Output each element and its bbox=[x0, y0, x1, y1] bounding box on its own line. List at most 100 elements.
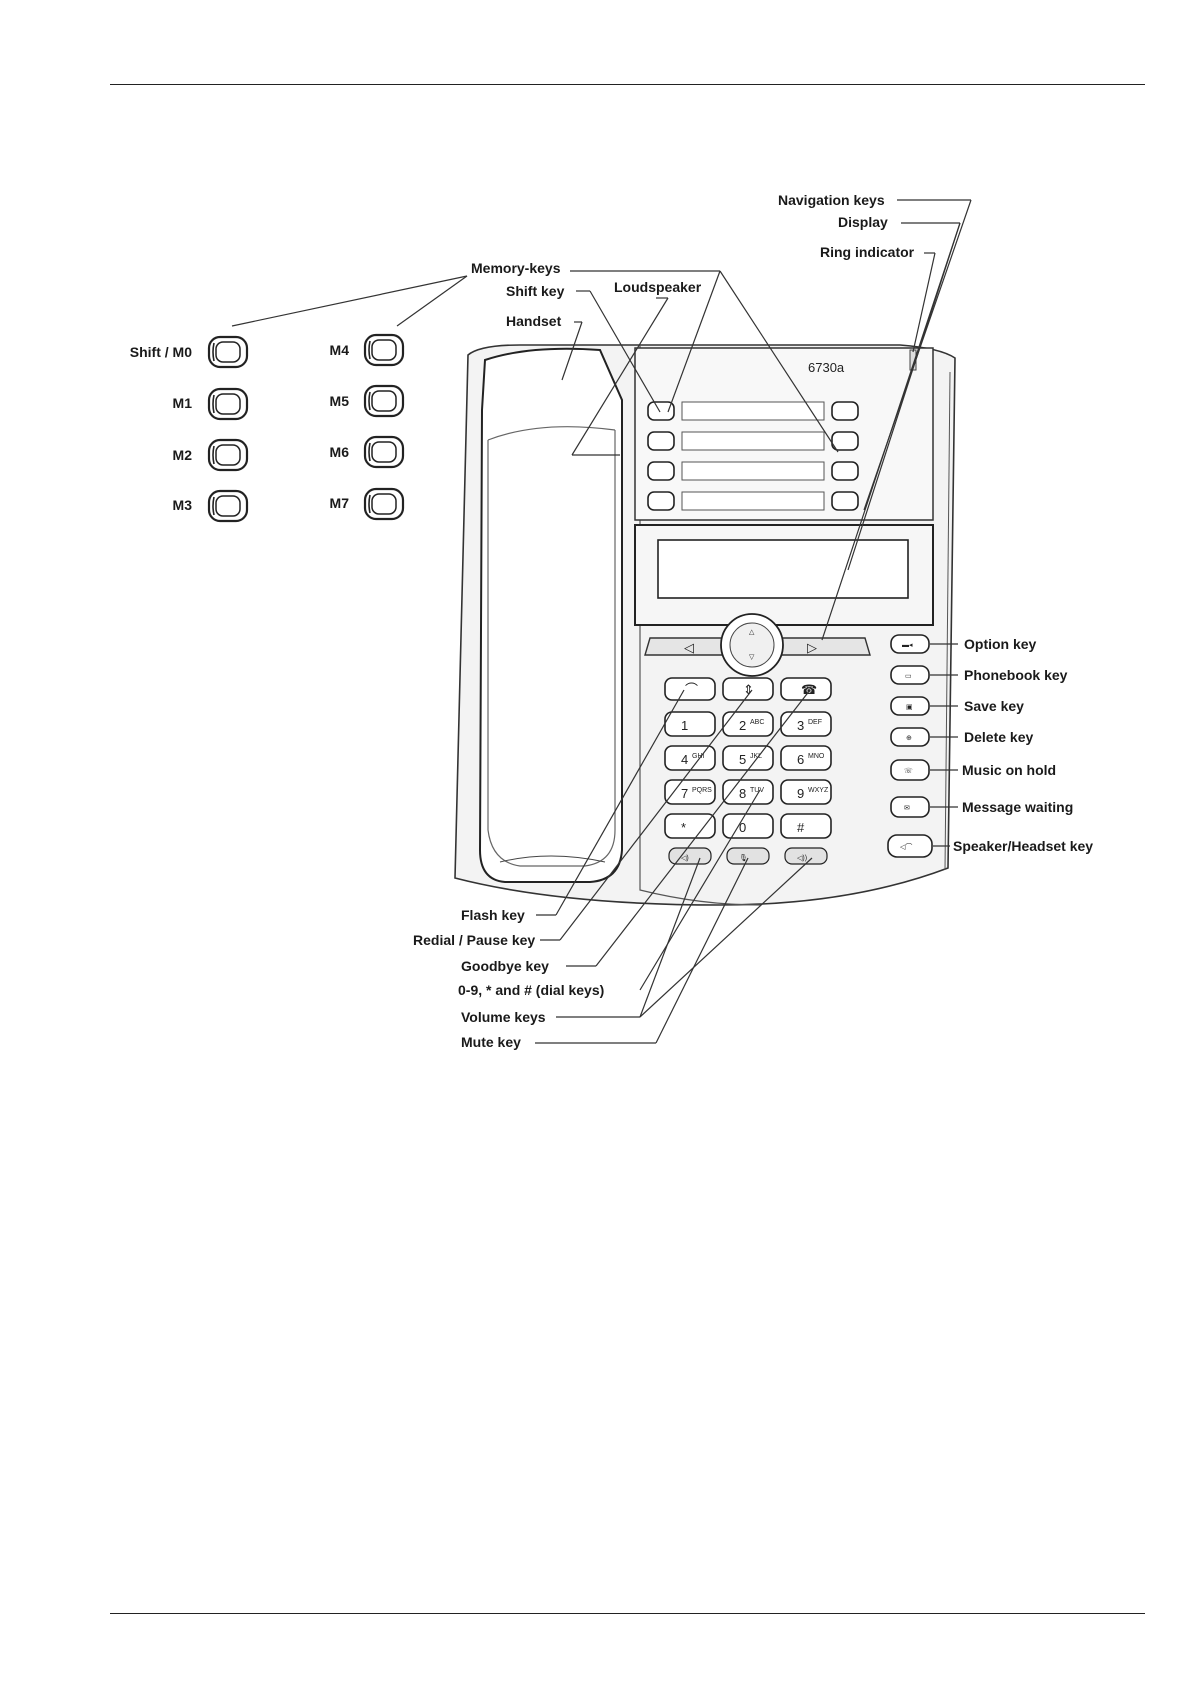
handset-inner-edge bbox=[487, 430, 616, 867]
dial-key-letters: MNO bbox=[808, 753, 825, 760]
memory-key-label-m2: M2 bbox=[173, 447, 193, 463]
footer-rule bbox=[110, 1613, 1145, 1614]
flash-key-icon: ⌒ bbox=[685, 682, 698, 697]
dial-key-letters: WXYZ bbox=[808, 787, 829, 794]
memory-keys-leader-right bbox=[396, 275, 468, 327]
memory-key-label-m7: M7 bbox=[330, 495, 350, 511]
model-number: 6730a bbox=[808, 360, 845, 375]
dial-key-digit: 0 bbox=[739, 820, 746, 835]
nav-up-icon: △ bbox=[749, 629, 755, 636]
dial-key-letters: TUV bbox=[750, 787, 764, 794]
volume-keys-label: Volume keys bbox=[461, 1009, 546, 1025]
loudspeaker-label: Loudspeaker bbox=[614, 279, 702, 295]
dial-key-letters: PQRS bbox=[692, 787, 712, 794]
programmable-keys bbox=[647, 401, 859, 511]
dial-key-digit: 8 bbox=[739, 786, 746, 801]
shift-key-label: Shift key bbox=[506, 283, 565, 299]
speaker-headset-icon: ◁⌒ bbox=[900, 843, 912, 851]
memory-key-m7 bbox=[363, 487, 405, 521]
mute-key-icon: 🎙 bbox=[739, 854, 748, 862]
memory-key-m3 bbox=[207, 489, 249, 523]
dial-key-4 bbox=[664, 745, 716, 771]
message-waiting-icon: ✉ bbox=[904, 805, 910, 812]
volume-down-key bbox=[668, 847, 712, 865]
option-key-label: Option key bbox=[964, 636, 1037, 652]
dialpad: ⌒ ⇕ ☎ 1 2 ABC 3 DEF 4 GHI 5 JKL 6 MNO 7 PQRS 8 TUV 9 WXYZ * 0… bbox=[664, 677, 832, 865]
memory-key-m0 bbox=[207, 335, 249, 369]
dial-key-digit: 3 bbox=[797, 718, 804, 733]
memory-key-m6 bbox=[363, 435, 405, 469]
dial-key-digit: 7 bbox=[681, 786, 688, 801]
right-callouts: Option key Phonebook key Save key Delete… bbox=[930, 636, 1093, 854]
dial-key-letters: DEF bbox=[808, 719, 822, 726]
dial-key-digit: 9 bbox=[797, 786, 804, 801]
memory-key-label-m1: M1 bbox=[173, 395, 193, 411]
redial-pause-key-icon: ⇕ bbox=[743, 682, 754, 697]
memory-keys-label: Memory-keys bbox=[471, 260, 561, 276]
redial-pause-key-label: Redial / Pause key bbox=[413, 932, 535, 948]
dial-key-3 bbox=[780, 711, 832, 737]
dial-key-letters: GHI bbox=[692, 753, 705, 760]
dial-key-star bbox=[664, 813, 716, 839]
flash-key bbox=[664, 677, 716, 701]
phonebook-key-icon: ▭ bbox=[905, 673, 912, 680]
mute-key bbox=[726, 847, 770, 865]
memory-key-m1 bbox=[207, 387, 249, 421]
dial-key-2 bbox=[722, 711, 774, 737]
goodbye-key-icon: ☎ bbox=[801, 682, 817, 697]
dial-key-digit: 5 bbox=[739, 752, 746, 767]
dial-key-digit: # bbox=[797, 820, 805, 835]
speaker-headset-key-label: Speaker/Headset key bbox=[953, 838, 1093, 854]
redial-pause-key bbox=[722, 677, 774, 701]
mute-key-label: Mute key bbox=[461, 1034, 521, 1050]
dial-keys-label: 0-9, * and # (dial keys) bbox=[458, 982, 604, 998]
dial-key-7 bbox=[664, 779, 716, 805]
dial-key-digit: 1 bbox=[681, 718, 688, 733]
dial-key-letters: ABC bbox=[750, 719, 764, 726]
dial-key-6 bbox=[780, 745, 832, 771]
delete-key-icon: ⊕ bbox=[906, 735, 912, 742]
dial-key-0 bbox=[722, 813, 774, 839]
message-waiting-label: Message waiting bbox=[962, 799, 1073, 815]
save-key-label: Save key bbox=[964, 698, 1024, 714]
volume-down-key-icon: ◁) bbox=[681, 855, 689, 862]
dial-key-digit: 4 bbox=[681, 752, 688, 767]
navigation-keys-center bbox=[729, 622, 775, 668]
memory-key-label-m4: M4 bbox=[330, 342, 350, 358]
dial-key-5 bbox=[722, 745, 774, 771]
memory-key-label-m0: Shift / M0 bbox=[130, 344, 192, 360]
phonebook-key-label: Phonebook key bbox=[964, 667, 1068, 683]
memory-key-m5 bbox=[363, 384, 405, 418]
dial-key-digit: 2 bbox=[739, 718, 746, 733]
memory-keys-leader-left bbox=[231, 275, 468, 327]
base-edge bbox=[944, 371, 951, 871]
dial-key-1 bbox=[664, 711, 716, 737]
function-keys: ▬◂ ▭ ▣ ⊕ ☏ ✉ ◁⌒ bbox=[887, 634, 933, 858]
top-callouts: Navigation keys Display Ring indicator S… bbox=[506, 192, 972, 641]
memory-keys-inset: Memory-keys Shift / M0 M1 M2 M3 M4 M5 M6… bbox=[130, 260, 561, 523]
nav-left-icon: ◁ bbox=[684, 640, 694, 655]
volume-up-key-icon: ◁)) bbox=[797, 855, 807, 862]
save-key-icon: ▣ bbox=[906, 704, 913, 711]
dial-key-digit: * bbox=[681, 820, 686, 835]
option-key-icon: ▬◂ bbox=[902, 642, 913, 649]
flash-key-label: Flash key bbox=[461, 907, 525, 923]
handset-mouth-edge bbox=[499, 855, 606, 863]
goodbye-key bbox=[780, 677, 832, 701]
music-on-hold-label: Music on hold bbox=[962, 762, 1056, 778]
ring-indicator-label: Ring indicator bbox=[820, 244, 915, 260]
dial-key-digit: 6 bbox=[797, 752, 804, 767]
memory-key-label-m3: M3 bbox=[173, 497, 193, 513]
base-divider bbox=[639, 345, 761, 906]
dial-key-letters: JKL bbox=[750, 753, 762, 760]
hold-key-icon: ☏ bbox=[904, 767, 913, 775]
memory-key-m2 bbox=[207, 438, 249, 472]
bottom-callouts: Flash key Redial / Pause key Goodbye key… bbox=[413, 689, 813, 1050]
header-rule bbox=[110, 84, 1145, 85]
display-label: Display bbox=[838, 214, 888, 230]
handset-body bbox=[478, 347, 623, 883]
dial-key-9 bbox=[780, 779, 832, 805]
memory-key-label-m5: M5 bbox=[330, 393, 350, 409]
